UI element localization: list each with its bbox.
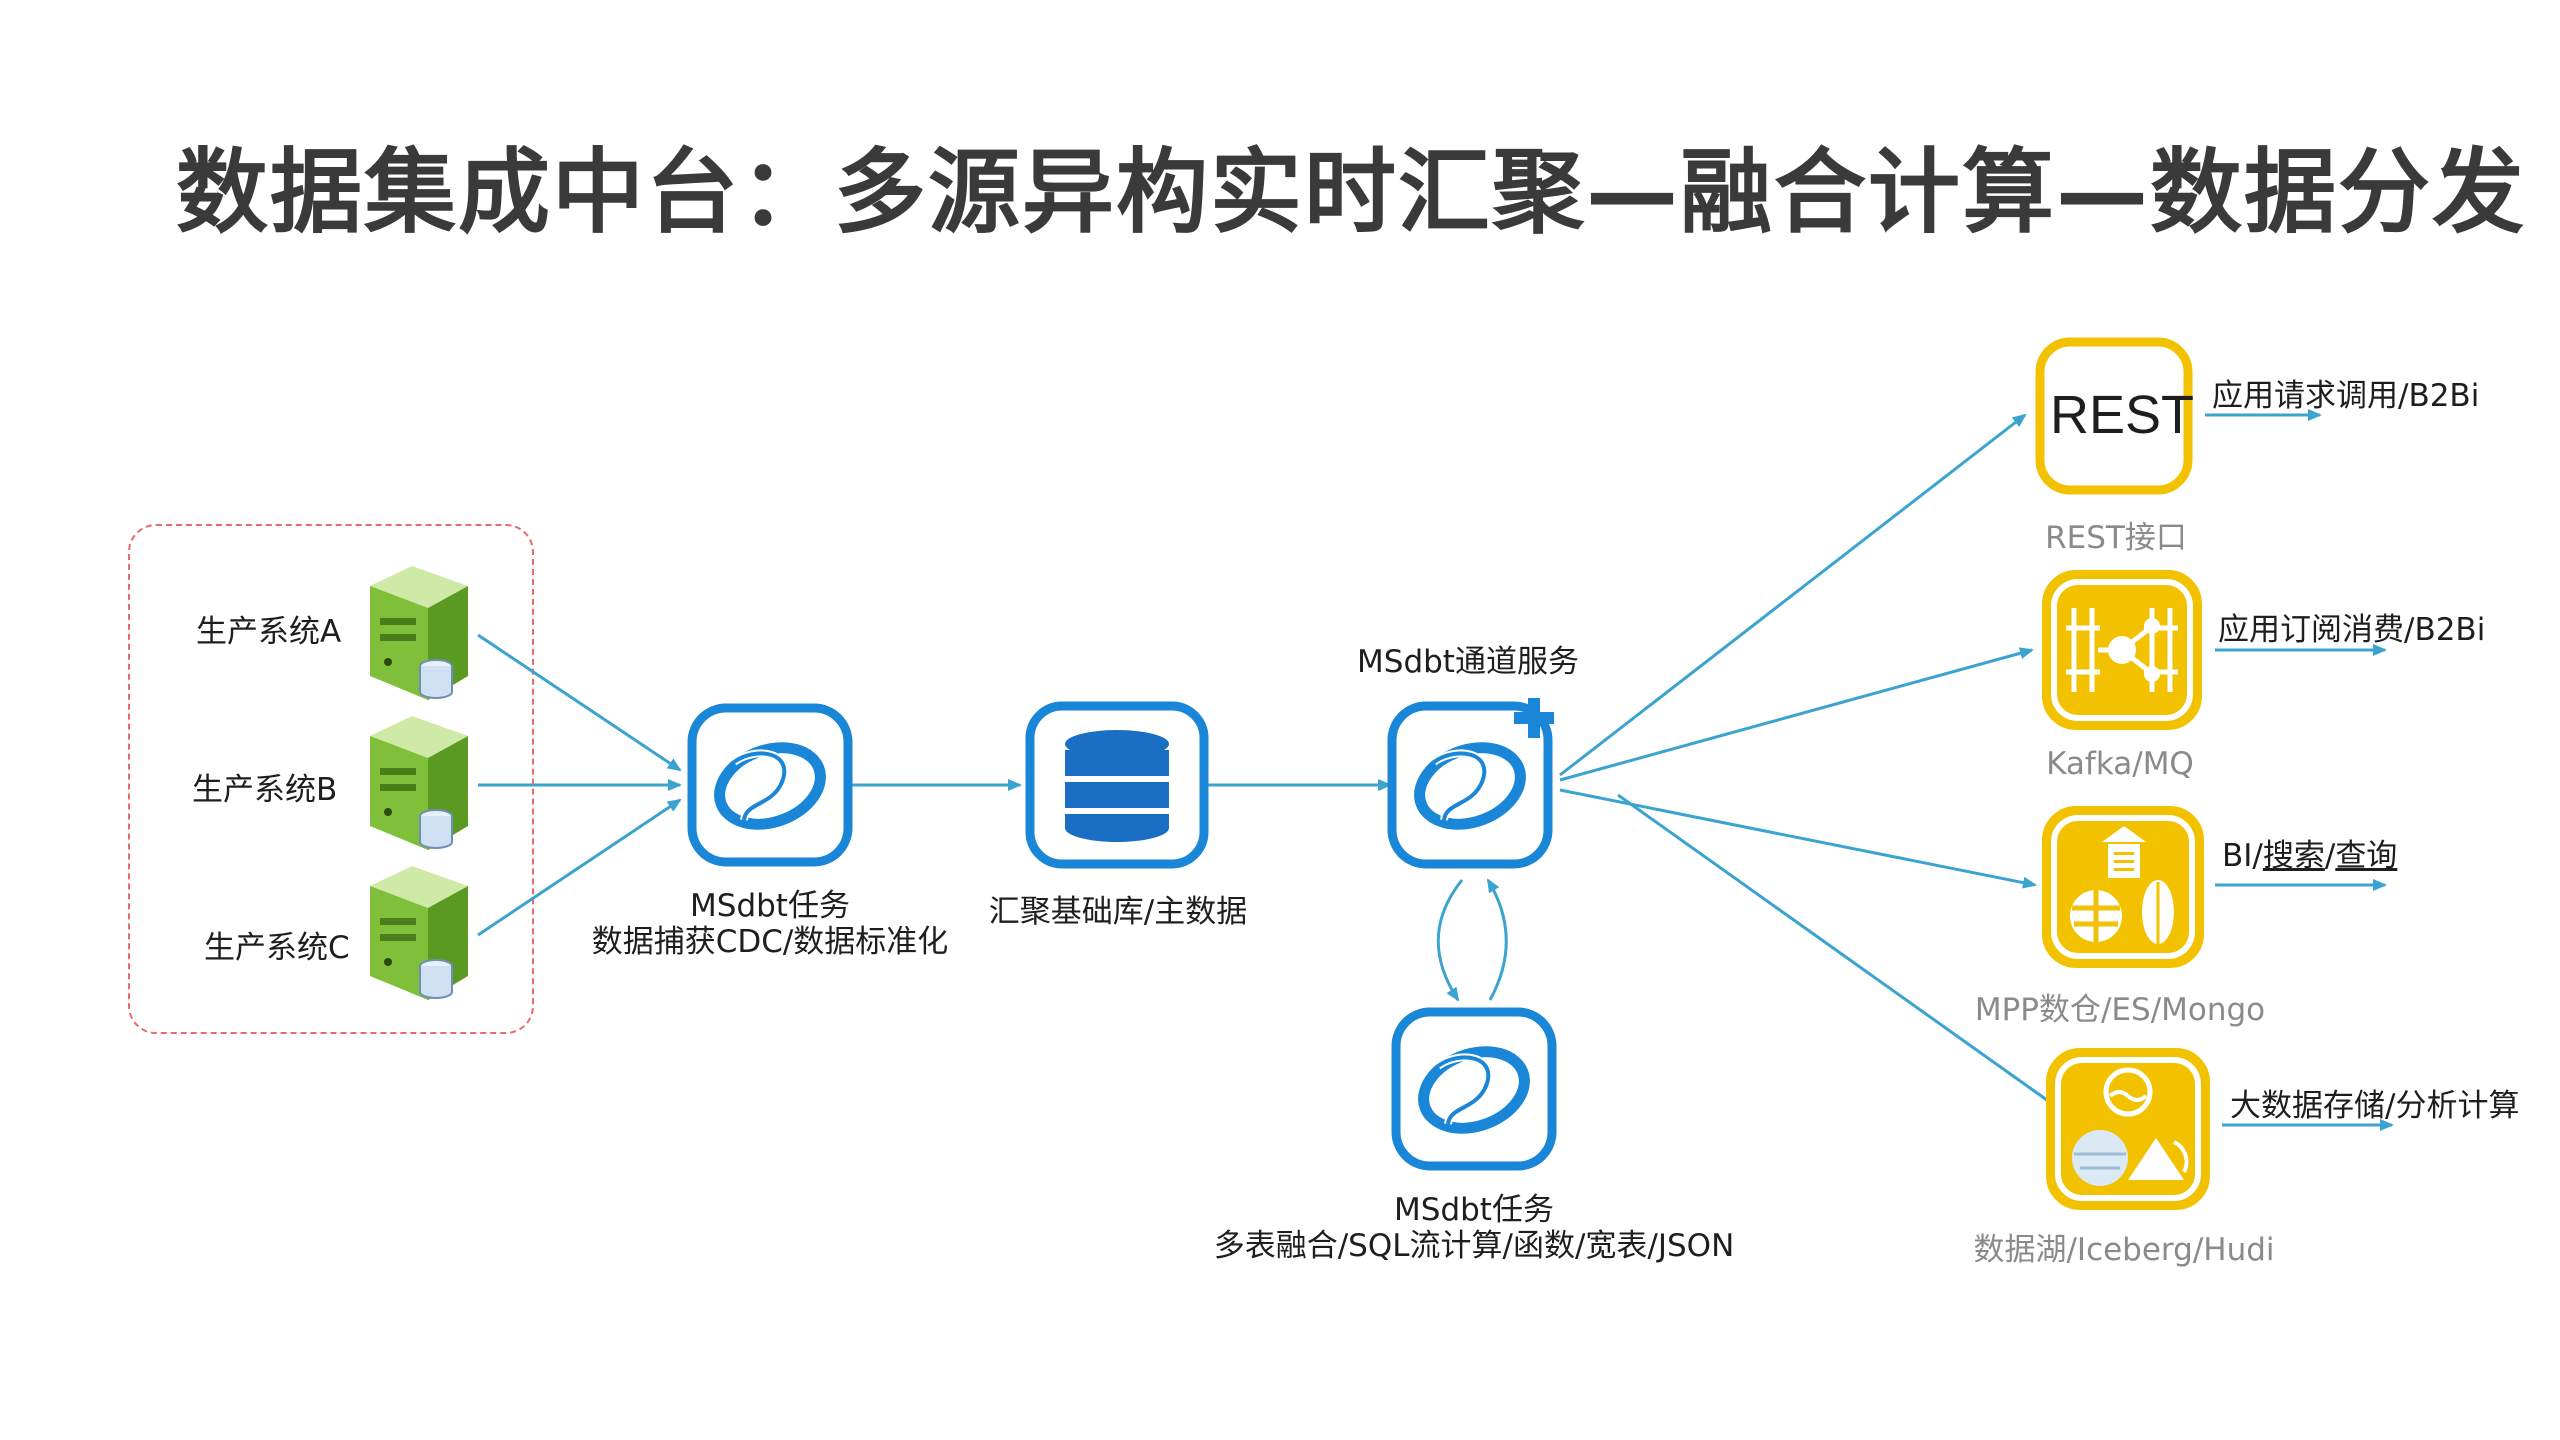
lake-caption: 数据湖/Iceberg/Hudi — [1973, 1232, 2275, 1268]
mpp-use-label: BI/搜索/查询 — [2222, 830, 2397, 875]
source-systems-group — [128, 524, 534, 1034]
source-label-a: 生产系统A — [196, 614, 342, 650]
capture-task-title: MSdbt任务 — [690, 888, 850, 924]
arrow-to-lake — [1617, 793, 2070, 1117]
arrow-src-c-to-capture — [477, 798, 682, 937]
mpp-use-search: 搜索 — [2262, 838, 2325, 874]
kafka-caption: Kafka/MQ — [2046, 746, 2194, 782]
compute-task-desc: 多表融合/SQL流计算/函数/宽表/JSON — [1213, 1228, 1735, 1264]
arrow-to-kafka — [1559, 647, 2034, 782]
source-label-b: 生产系统B — [192, 772, 338, 808]
kafka-use-label: 应用订阅消费/B2Bi — [2218, 612, 2486, 648]
msdbt-channel-icon — [1387, 698, 1554, 869]
page-title: 数据集成中台：多源异构实时汇聚—融合计算—数据分发 — [176, 139, 2527, 246]
mpp-use-query: 查询 — [2335, 838, 2398, 874]
kafka-icon — [2042, 570, 2202, 730]
rest-api-icon — [2035, 337, 2193, 495]
rest-caption: REST接口 — [2045, 520, 2187, 556]
msdbt-task-icon — [687, 703, 853, 867]
hub-db-label: 汇聚基础库/主数据 — [988, 894, 1248, 930]
mpp-use-sep: / — [2324, 838, 2336, 874]
arrow-src-a-to-capture — [477, 633, 682, 772]
server-icon — [370, 866, 468, 1000]
channel-service-label: MSdbt通道服务 — [1357, 644, 1579, 680]
server-icon — [370, 566, 468, 700]
arrow-to-rest — [1559, 413, 2027, 777]
arrow-compute-to-channel — [1486, 878, 1508, 1001]
mpp-use-bi: BI/ — [2222, 838, 2263, 874]
database-icon — [1025, 701, 1209, 869]
warehouse-icon — [2042, 806, 2204, 968]
msdbt-compute-icon — [1391, 1007, 1557, 1171]
arrow-channel-to-compute — [1436, 879, 1464, 1002]
capture-task-desc: 数据捕获CDC/数据标准化 — [591, 924, 949, 960]
compute-task-title: MSdbt任务 — [1394, 1192, 1554, 1228]
rest-use-label: 应用请求调用/B2Bi — [2212, 378, 2480, 414]
rest-icon-text: REST — [2050, 385, 2195, 445]
source-label-c: 生产系统C — [204, 930, 350, 966]
lake-use-label: 大数据存储/分析计算 — [2230, 1088, 2520, 1124]
server-icon — [370, 716, 468, 850]
mpp-caption: MPP数仓/ES/Mongo — [1974, 992, 2266, 1028]
arrow-to-mpp — [1559, 788, 2037, 889]
data-lake-icon — [2046, 1048, 2210, 1210]
